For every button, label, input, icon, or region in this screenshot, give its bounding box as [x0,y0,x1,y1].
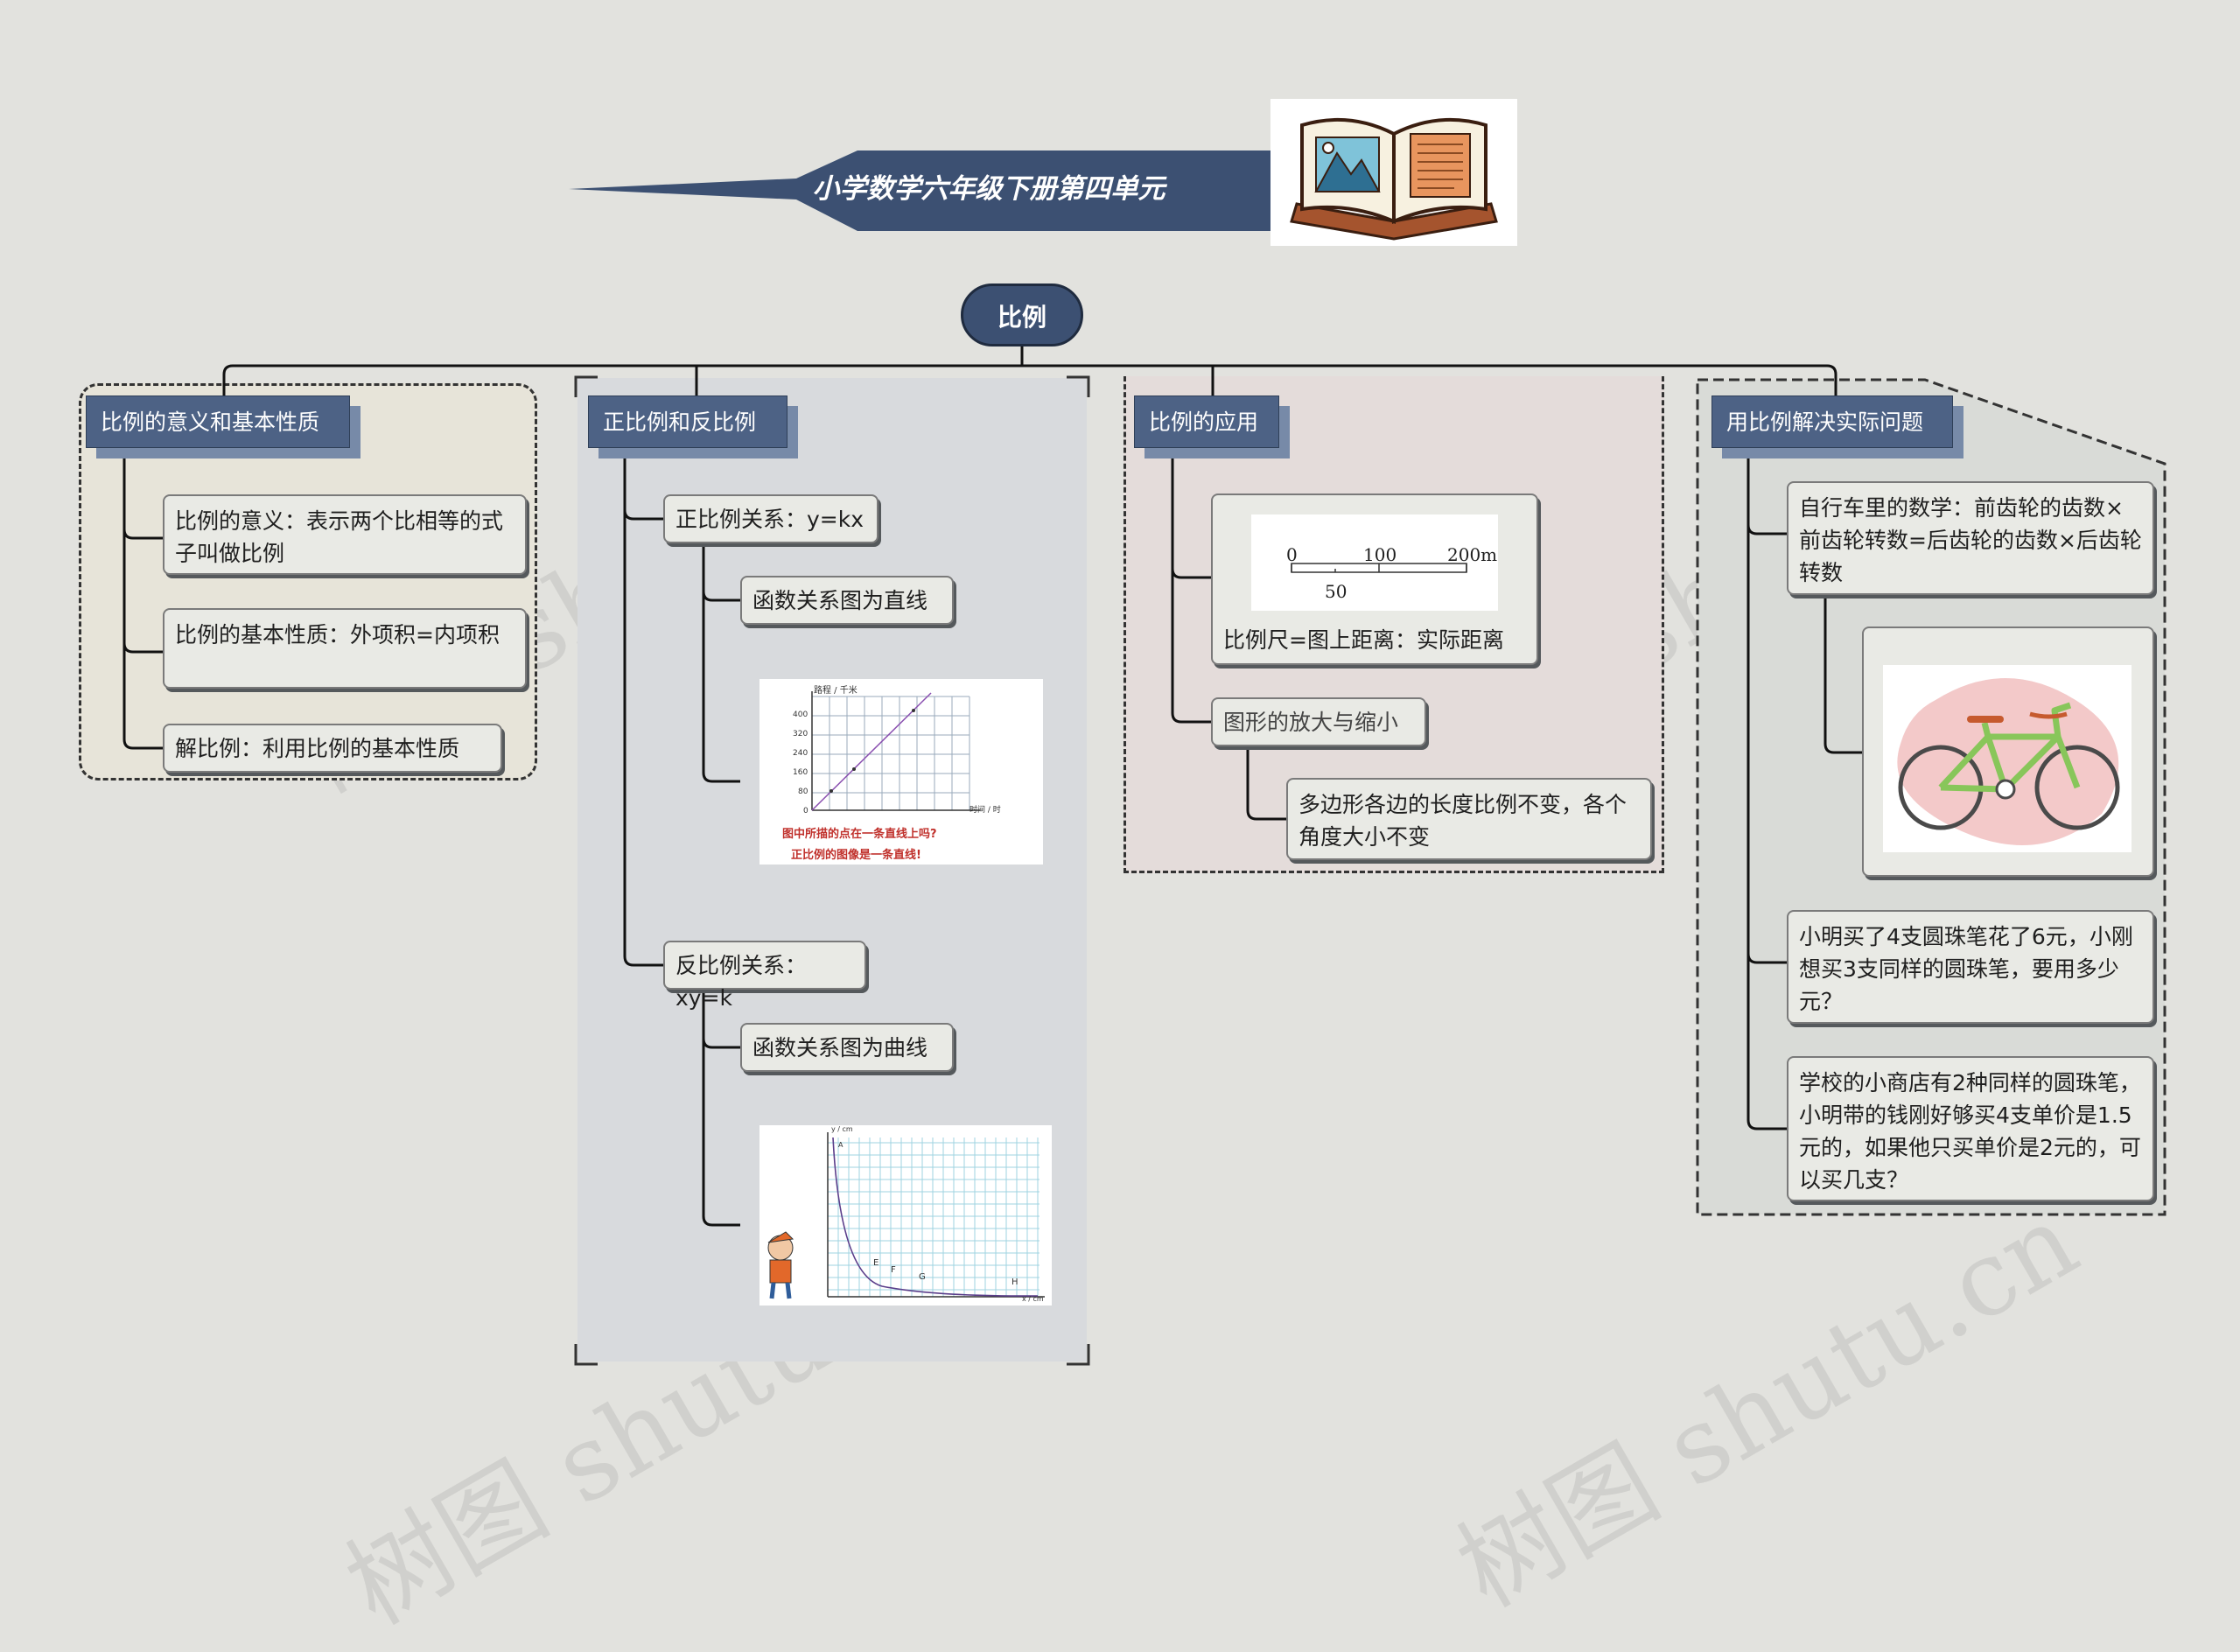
node-inverse-graph-curve[interactable]: 函数关系图为曲线 [740,1023,954,1072]
node-bicycle-math[interactable]: 自行车里的数学：前齿轮的齿数×前齿轮转数=后齿轮的齿数×后齿轮转数 [1787,481,2154,595]
scale-ruler-image: 0 100 200m 50 [1251,514,1498,611]
direct-chart-question: 图中所描的点在一条直线上吗? [782,828,937,841]
scale-tick: 100 [1363,544,1397,565]
node-polygon-property[interactable]: 多边形各边的长度比例不变，各个角度大小不变 [1286,778,1652,860]
group-proportion-brackets [574,375,1090,1366]
direct-chart-ytick: 400 [793,710,808,719]
category-solve-problems[interactable]: 用比例解决实际问题 [1712,396,1953,448]
connectors [122,346,1862,1227]
page-title: 小学数学六年级下册第四单元 [812,173,1166,205]
node-basic-property[interactable]: 比例的基本性质：外项积=内项积 [163,608,527,689]
node-bicycle-image[interactable] [1862,626,2154,877]
scale-caption: 比例尺=图上距离：实际距离 [1223,627,1504,653]
book-icon [1290,117,1498,241]
node-meaning-definition[interactable]: 比例的意义：表示两个比相等的式子叫做比例 [163,494,527,575]
direct-chart-xlabel: 时间 / 时 [970,806,1001,815]
direct-chart-answer: 正比例的图像是一条直线! [791,849,921,862]
bicycle-illustration [1883,665,2132,852]
book-illustration [1270,99,1517,246]
direct-chart-plot [811,691,980,811]
category-application[interactable]: 比例的应用 [1134,396,1279,448]
node-direct-graph-line[interactable]: 函数关系图为直线 [740,576,954,625]
root-node[interactable]: 比例 [961,284,1083,346]
scale-bar [1291,563,1467,573]
scale-tick: 0 [1286,544,1298,565]
inverse-chart-yunit: y / cm [831,1125,853,1133]
inverse-chart-xunit: x / cm [1022,1295,1044,1303]
direct-chart-ytick: 160 [793,768,808,777]
node-direct-relation[interactable]: 正比例关系：y=kx [663,494,878,543]
direct-chart-ytick: 240 [793,749,808,758]
inverse-point-label: G [919,1272,926,1282]
direct-proportion-chart: 路程 / 千米 400 320 240 160 80 0 时间 / 时 图中所描… [760,679,1043,864]
direct-chart-ytick: 320 [793,730,808,738]
title-banner-shape [569,150,1295,231]
inverse-chart-plot [767,1132,1045,1299]
node-scale-ruler[interactable]: 0 100 200m 50 比例尺=图上距离：实际距离 [1211,494,1538,665]
node-inverse-relation[interactable]: 反比例关系：xy=k [663,941,866,1011]
cartoon-boy [767,1231,794,1299]
scale-sub-tick: 50 [1325,581,1348,602]
node-enlarge-reduce[interactable]: 图形的放大与缩小 [1211,697,1426,746]
direct-chart-ytick: 80 [798,788,808,796]
node-solve-proportion[interactable]: 解比例：利用比例的基本性质 [163,724,502,773]
inverse-point-label: A [838,1141,844,1149]
scale-tick: 200m [1447,544,1498,565]
category-meaning[interactable]: 比例的意义和基本性质 [86,396,350,448]
direct-chart-ytick: 0 [803,807,808,816]
category-direct-inverse[interactable]: 正比例和反比例 [588,396,788,448]
group-meaning [79,383,537,780]
inverse-point-label: H [1012,1278,1018,1287]
inverse-point-label: E [873,1258,879,1268]
node-pen-question-2[interactable]: 学校的小商店有2种同样的圆珠笔，小明带的钱刚好够买4支单价是1.5元的，如果他只… [1787,1056,2154,1201]
inverse-point-label: F [891,1265,896,1275]
bicycle-icon [1897,678,2120,845]
direct-chart-header: 路程 / 千米 [814,686,858,696]
inverse-proportion-chart: y / cm x / cm A E F G H [760,1125,1052,1306]
node-pen-question-1[interactable]: 小明买了4支圆珠笔花了6元，小刚想买3支同样的圆珠笔，要用多少元？ [1787,910,2154,1024]
